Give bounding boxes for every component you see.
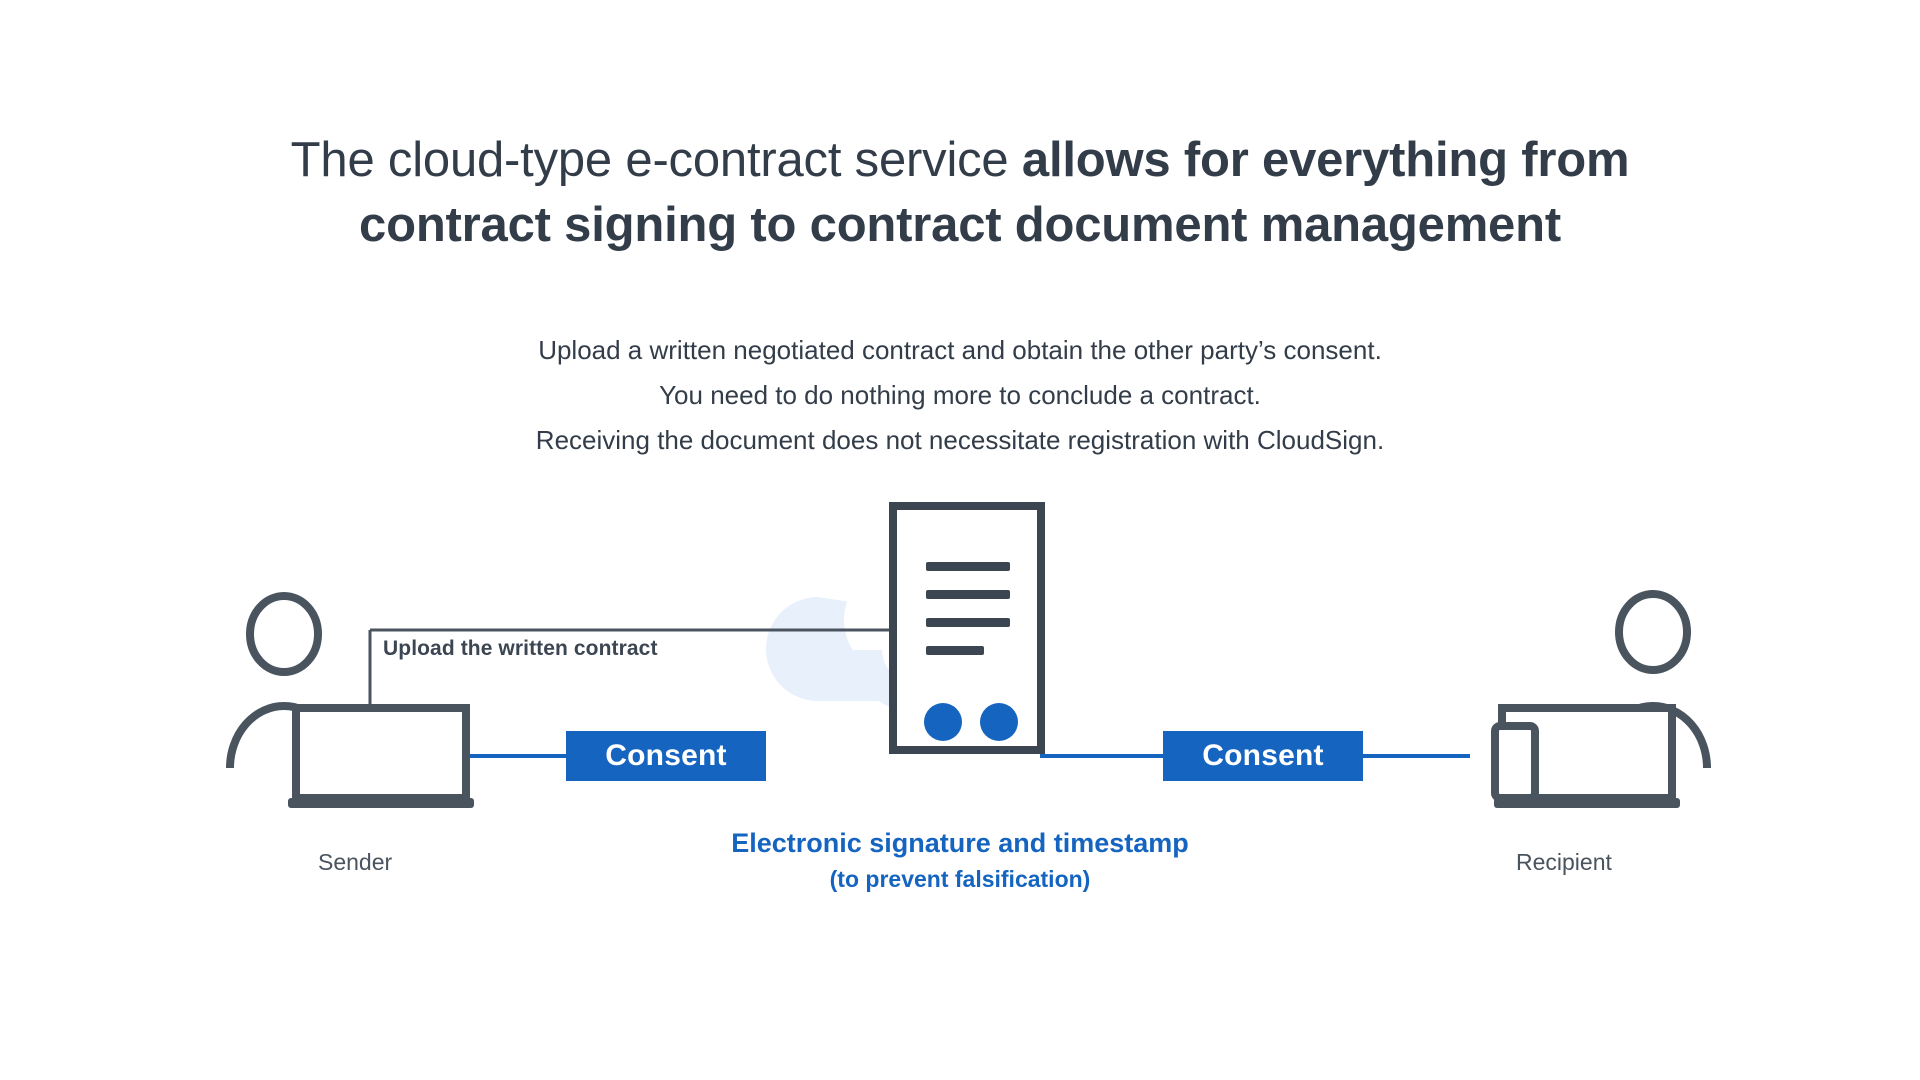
signature-caption-line-2: (to prevent falsification) [829, 866, 1091, 892]
headline-line-1: The cloud-type e-contract service allows… [0, 128, 1920, 193]
subtitle-line-3: Receiving the document does not necessit… [535, 425, 1385, 455]
laptop-base [1494, 798, 1680, 808]
subtitle-line-2: You need to do nothing more to conclude … [659, 380, 1261, 410]
headline-regular-part: The cloud-type e-contract service [290, 133, 1022, 187]
recipient-figure [1491, 590, 1711, 808]
subtitle-line-1: Upload a written negotiated contract and… [538, 335, 1382, 365]
document-icon [889, 502, 1045, 754]
headline-bold-part: allows for everything from [1021, 133, 1630, 187]
sender-figure [226, 592, 474, 808]
upload-label: Upload the written contract [383, 637, 658, 660]
page-title: The cloud-type e-contract service allows… [0, 128, 1920, 258]
laptop-base [288, 798, 474, 808]
signature-dots-icon [924, 703, 1018, 741]
headline-line-2: contract signing to contract document ma… [359, 198, 1561, 252]
person-icon [246, 592, 322, 676]
subtitle-block: Upload a written negotiated contract and… [0, 328, 1920, 463]
smartphone-icon [1491, 722, 1539, 802]
recipient-label: Recipient [1516, 849, 1612, 875]
consent-button-right[interactable]: Consent [1163, 731, 1363, 781]
sender-label: Sender [318, 849, 393, 875]
process-diagram [226, 502, 1711, 808]
consent-button-left[interactable]: Consent [566, 731, 766, 781]
laptop-icon [292, 704, 470, 802]
signature-caption: Electronic signature and timestamp (to p… [0, 825, 1920, 897]
person-icon [1615, 590, 1691, 674]
signature-caption-line-1: Electronic signature and timestamp [731, 828, 1189, 858]
